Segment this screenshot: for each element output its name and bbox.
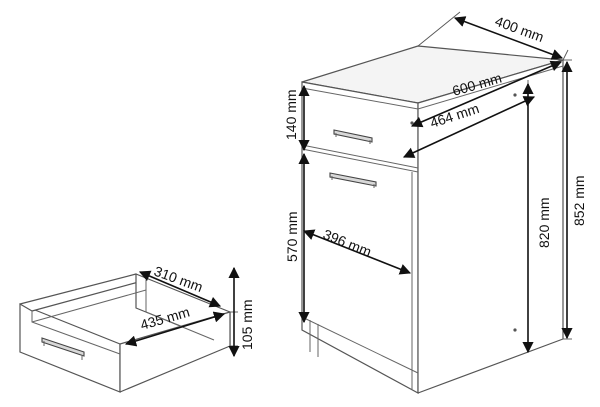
drawer-width-line xyxy=(124,311,226,347)
body-height-label: 820 mm xyxy=(536,197,552,248)
drawer-handle xyxy=(333,129,373,143)
cabinet xyxy=(301,45,564,395)
door-handle xyxy=(329,172,377,187)
door-height-label: 570 mm xyxy=(284,211,300,262)
plinth-line xyxy=(301,316,419,374)
drawer-front-height-label: 140 mm xyxy=(283,89,299,140)
drawer-side-left xyxy=(19,273,147,312)
drawer-front-handle xyxy=(41,337,85,357)
drawer-depth-line xyxy=(138,270,222,308)
drawer-height-label: 105 mm xyxy=(239,299,255,350)
inner-width-dimension-line xyxy=(402,96,536,158)
total-height-label: 852 mm xyxy=(571,175,587,226)
drawer-divider xyxy=(301,144,419,169)
depth-dimension-line xyxy=(453,16,564,60)
door-width-line xyxy=(302,229,412,275)
cabinet-depth-label: 400 mm xyxy=(493,13,546,45)
